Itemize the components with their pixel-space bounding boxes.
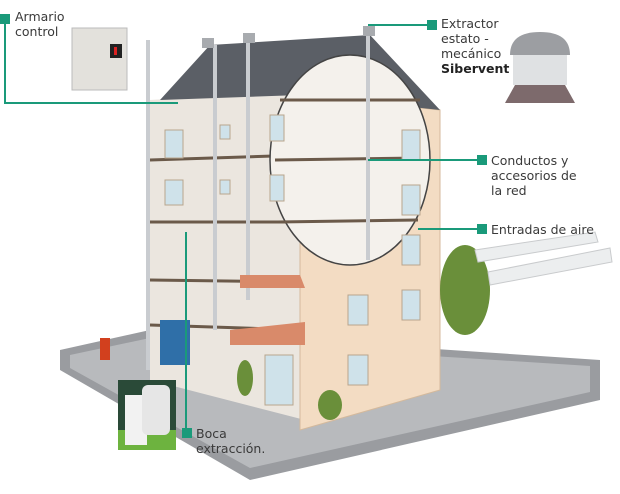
label-line: Boca	[196, 426, 227, 441]
label-line: Conductos y	[491, 153, 569, 168]
trees	[237, 245, 490, 420]
extractor-marker	[427, 20, 437, 30]
ducts	[146, 30, 370, 370]
label-line: extracción.	[196, 441, 266, 456]
label-boca-extraccion: Boca extracción.	[196, 426, 265, 456]
boca-marker	[182, 428, 192, 438]
label-line: control	[15, 24, 59, 39]
label-armario-control: Armario control	[15, 9, 65, 39]
label-line: la red	[491, 183, 527, 198]
label-line: estato -	[441, 31, 489, 46]
windows	[164, 114, 421, 406]
label-line: accesorios de	[491, 168, 577, 183]
roof-extractors	[202, 26, 375, 48]
leader-lines	[4, 19, 478, 432]
conductos-marker	[477, 155, 487, 165]
air-inlet-icon	[474, 231, 613, 286]
label-brand: Sibervent	[441, 61, 510, 76]
label-line: Armario	[15, 9, 65, 24]
fire-hydrant	[100, 338, 110, 360]
label-line: mecánico	[441, 46, 502, 61]
extraction-grille-icon	[118, 380, 176, 450]
label-conductos: Conductos y accesorios de la red	[491, 153, 577, 198]
sibervent-extractor-icon	[505, 32, 575, 103]
entradas-marker	[477, 224, 487, 234]
armario-marker	[0, 14, 10, 24]
control-cabinet-icon	[71, 27, 128, 91]
label-line: Extractor	[441, 16, 499, 31]
label-entradas-aire: Entradas de aire	[491, 222, 594, 237]
label-extractor: Extractor estato - mecánico Sibervent	[441, 16, 509, 76]
